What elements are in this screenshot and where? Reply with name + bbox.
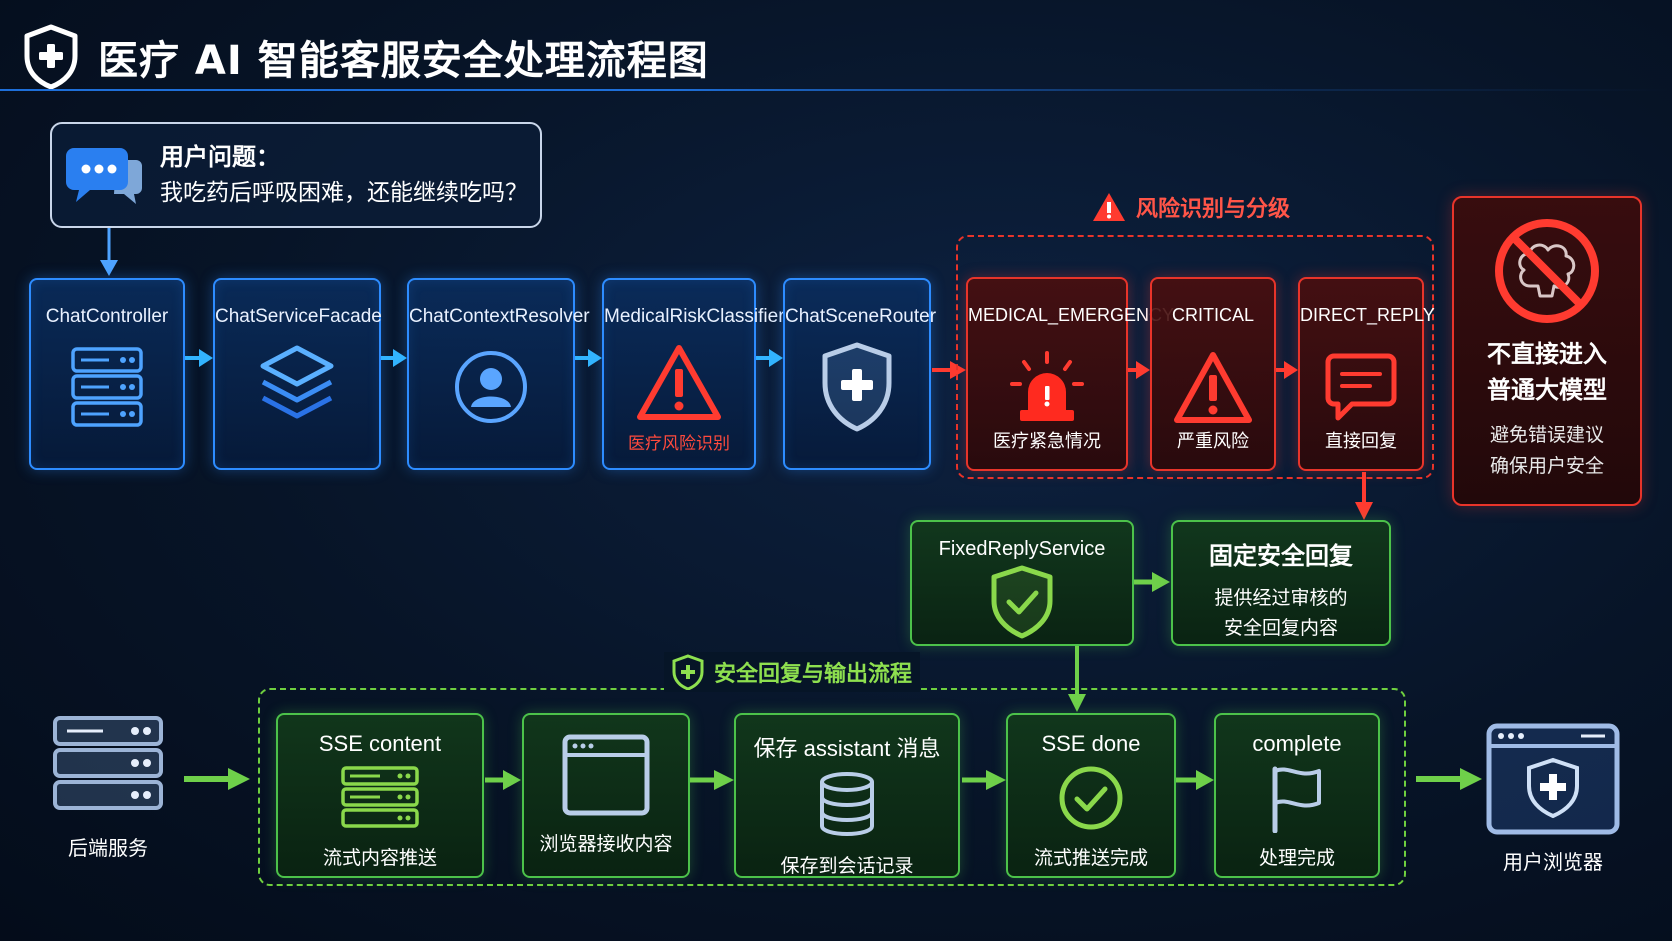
user-question-box: 用户问题： 我吃药后呼吸困难，还能继续吃吗？ (50, 122, 542, 228)
node-sub-label: 严重风险 (1177, 431, 1249, 452)
arrow-right-icon (932, 361, 966, 379)
fixed-reply-title: 固定安全回复 (1209, 542, 1353, 570)
node-sub-label: 医疗紧急情况 (993, 431, 1101, 452)
shield-check-icon (991, 565, 1053, 639)
title-divider (0, 89, 1672, 91)
fixed-reply-desc-2: 安全回复内容 (1223, 617, 1338, 639)
risk-group-border (956, 235, 1434, 479)
arrow-right-icon (485, 770, 521, 790)
alarm-icon (1010, 351, 1084, 421)
step-sse-content[interactable]: SSE content 流式内容推送 (276, 713, 484, 878)
step-sub-label: 流式内容推送 (322, 847, 437, 869)
node-critical[interactable]: CRITICAL 严重风险 (1150, 277, 1276, 471)
step-label: SSE done (1041, 731, 1141, 756)
node-label: MedicalRiskClassifier (604, 306, 785, 327)
arrow-down-icon (1355, 472, 1373, 520)
warning-icon (1093, 193, 1125, 221)
server-icon (53, 716, 163, 810)
arrow-right-icon (756, 349, 783, 367)
arrow-down-icon (100, 228, 118, 276)
step-label: 保存 assistant 消息 (753, 736, 941, 761)
node-label: CRITICAL (1171, 305, 1254, 325)
arrow-right-icon (1416, 768, 1482, 790)
step-sub-label: 浏览器接收内容 (539, 833, 673, 855)
server-icon (341, 766, 419, 828)
step-label: SSE content (318, 731, 442, 756)
step-sub-label: 处理完成 (1258, 847, 1335, 869)
arrow-right-icon (962, 770, 1006, 790)
node-label: FixedReplyService (938, 538, 1106, 560)
arrow-right-icon (1176, 770, 1214, 790)
node-chat-scene-router[interactable]: ChatSceneRouter (783, 278, 937, 470)
step-sub-label: 流式推送完成 (1033, 847, 1148, 869)
step-label: complete (1252, 731, 1342, 756)
flag-icon (1272, 766, 1321, 834)
no-llm-desc-2: 确保用户安全 (1489, 455, 1604, 477)
node-sub-label: 直接回复 (1325, 431, 1397, 452)
backend-label: 后端服务 (68, 836, 148, 860)
fixed-safe-reply-box: 固定安全回复 提供经过审核的 安全回复内容 (1171, 520, 1391, 646)
no-llm-title-2: 普通大模型 (1487, 376, 1607, 404)
node-fixed-reply-service[interactable]: FixedReplyService (910, 520, 1134, 646)
node-sub-label: 医疗风险识别 (628, 434, 730, 454)
no-llm-desc-1: 避免错误建议 (1489, 424, 1604, 446)
check-circle-icon (1059, 766, 1123, 830)
step-save-assistant-message[interactable]: 保存 assistant 消息 保存到会话记录 (734, 713, 960, 878)
node-label: ChatSceneRouter (785, 306, 937, 327)
node-medical-risk-classifier[interactable]: MedicalRiskClassifier 医疗风险识别 (602, 278, 785, 470)
server-icon (71, 347, 143, 427)
chat-bubble-icon (66, 148, 142, 204)
user-browser: 用户浏览器 (1484, 722, 1622, 892)
step-sse-done[interactable]: SSE done 流式推送完成 (1006, 713, 1176, 878)
risk-title-text: 风险识别与分级 (1136, 197, 1291, 222)
step-sub-label: 保存到会话记录 (780, 855, 914, 877)
step-complete[interactable]: complete 处理完成 (1214, 713, 1380, 878)
arrow-right-icon (1134, 572, 1170, 592)
header: 医疗 AI 智能客服安全处理流程图 (22, 22, 709, 92)
node-direct-reply[interactable]: DIRECT_REPLY 直接回复 (1298, 277, 1435, 471)
output-section-title: 安全回复与输出流程 (664, 652, 921, 692)
node-label: DIRECT_REPLY (1300, 305, 1435, 325)
browser-window-icon (562, 734, 650, 816)
shield-plus-icon (672, 654, 704, 690)
node-label: ChatContextResolver (409, 306, 590, 327)
user-icon (455, 351, 527, 423)
arrow-right-icon (690, 770, 734, 790)
question-label: 用户问题： (160, 143, 280, 171)
node-label: MEDICAL_EMERGENCY (968, 305, 1175, 325)
node-label: ChatController (45, 306, 169, 327)
database-icon (820, 772, 874, 837)
browser-shield-icon (1486, 723, 1620, 835)
warning-icon (637, 345, 721, 420)
no-brain-icon (1495, 219, 1599, 323)
arrow-right-icon (575, 349, 602, 367)
question-text: 我吃药后呼吸困难，还能继续吃吗？ (160, 180, 528, 206)
node-chat-context-resolver[interactable]: ChatContextResolver (407, 278, 590, 470)
step-browser-receive[interactable]: 浏览器接收内容 (522, 713, 690, 878)
shield-plus-icon (24, 24, 78, 90)
arrow-right-icon (381, 349, 407, 367)
arrow-right-icon (1128, 361, 1150, 379)
no-llm-panel: 不直接进入 普通大模型 避免错误建议 确保用户安全 (1452, 196, 1642, 506)
arrow-right-icon (185, 349, 213, 367)
risk-section-title: 风险识别与分级 (1092, 186, 1290, 228)
page-title: 医疗 AI 智能客服安全处理流程图 (98, 38, 709, 84)
layers-icon (260, 345, 334, 419)
arrow-right-icon (184, 768, 250, 790)
shield-plus-icon (822, 342, 892, 432)
message-icon (1325, 353, 1397, 421)
node-chat-service-facade[interactable]: ChatServiceFacade (213, 278, 382, 470)
node-medical-emergency[interactable]: MEDICAL_EMERGENCY 医疗紧急情况 (966, 277, 1175, 471)
no-llm-title-1: 不直接进入 (1487, 340, 1607, 368)
warning-icon (1174, 352, 1252, 423)
node-label: ChatServiceFacade (215, 306, 382, 327)
arrow-right-icon (1276, 361, 1298, 379)
output-title-text: 安全回复与输出流程 (714, 662, 913, 687)
browser-label: 用户浏览器 (1503, 850, 1603, 874)
fixed-reply-desc-1: 提供经过审核的 (1214, 587, 1348, 609)
node-chat-controller[interactable]: ChatController (29, 278, 185, 470)
backend-service: 后端服务 (48, 714, 168, 884)
